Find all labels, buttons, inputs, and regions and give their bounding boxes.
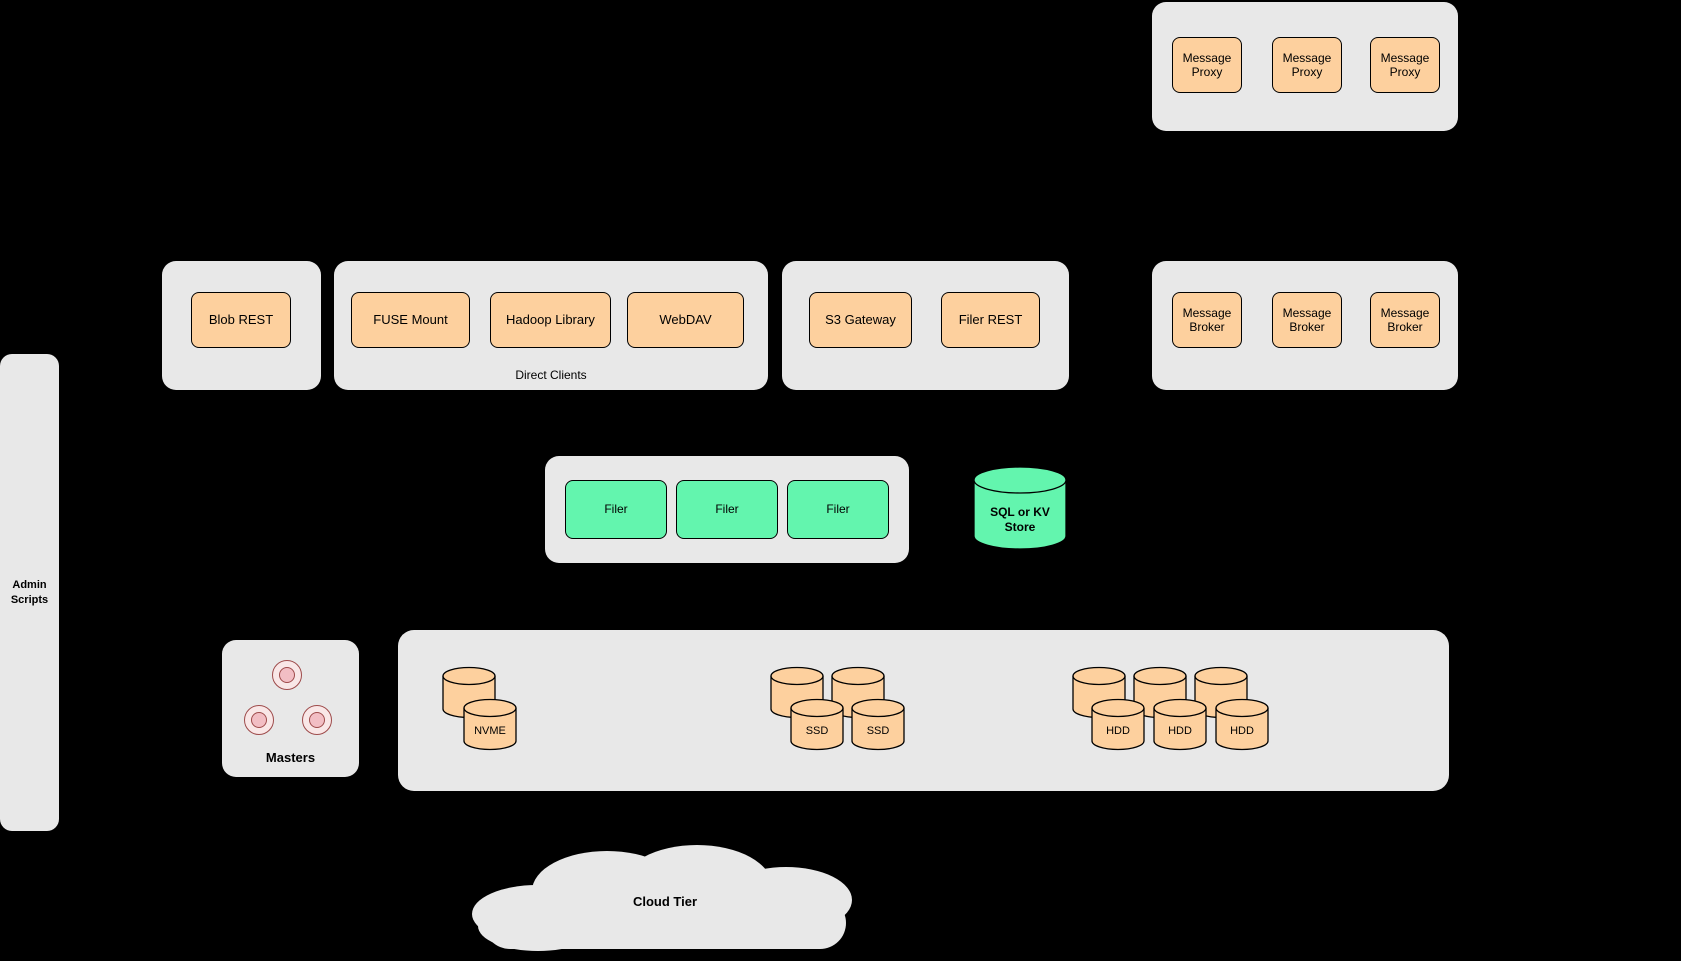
group-masters: Masters — [222, 640, 359, 777]
group-filers: Filer Filer Filer — [545, 456, 909, 563]
hdd-disk-cylinder-icon: HDD — [1153, 698, 1207, 751]
group-gateways: S3 Gateway Filer REST — [782, 261, 1069, 390]
sql-kv-store-cylinder-icon: SQL or KV Store — [972, 466, 1068, 552]
ssd-label: SSD — [866, 724, 890, 737]
master-node-icon — [302, 705, 332, 735]
sql-kv-store-label: SQL or KV Store — [990, 505, 1050, 534]
node-blob-rest: Blob REST — [191, 292, 291, 348]
group-direct-clients: FUSE Mount Hadoop Library WebDAV Direct … — [334, 261, 768, 390]
node-fuse-mount: FUSE Mount — [351, 292, 470, 348]
node-filer-rest: Filer REST — [941, 292, 1040, 348]
ssd-disk-cylinder-icon: SSD — [790, 698, 844, 751]
admin-scripts-panel: Admin Scripts — [0, 354, 59, 831]
node-message-broker: Message Broker — [1172, 292, 1242, 348]
nvme-disk-cylinder-icon: NVME — [463, 698, 517, 751]
node-hadoop-library: Hadoop Library — [490, 292, 611, 348]
hdd-disk-cylinder-icon: HDD — [1215, 698, 1269, 751]
node-s3-gateway: S3 Gateway — [809, 292, 912, 348]
master-node-icon — [272, 660, 302, 690]
admin-scripts-label: Admin Scripts — [10, 579, 49, 606]
master-node-core-icon — [279, 667, 295, 683]
master-node-core-icon — [309, 712, 325, 728]
direct-clients-caption: Direct Clients — [515, 368, 587, 382]
group-blob-rest: Blob REST — [162, 261, 321, 390]
node-filer: Filer — [676, 480, 778, 539]
node-message-proxy: Message Proxy — [1370, 37, 1440, 93]
group-volume-servers: NVME SSD SSD HDD — [398, 630, 1449, 791]
node-webdav: WebDAV — [627, 292, 744, 348]
group-message-proxies: Message Proxy Message Proxy Message Prox… — [1152, 2, 1458, 131]
cloud-tier-label: Cloud Tier — [632, 893, 698, 909]
cloud-base — [484, 897, 846, 949]
hdd-label: HDD — [1106, 724, 1130, 737]
group-message-brokers: Message Broker Message Broker Message Br… — [1152, 261, 1458, 390]
node-message-broker: Message Broker — [1370, 292, 1440, 348]
master-node-icon — [244, 705, 274, 735]
cloud-tier-shape: Cloud Tier — [472, 845, 858, 957]
ssd-disk-cylinder-icon: SSD — [851, 698, 905, 751]
node-filer: Filer — [565, 480, 667, 539]
node-filer: Filer — [787, 480, 889, 539]
masters-label: Masters — [265, 750, 316, 765]
master-node-core-icon — [251, 712, 267, 728]
ssd-label: SSD — [805, 724, 829, 737]
node-message-proxy: Message Proxy — [1272, 37, 1342, 93]
nvme-label: NVME — [474, 724, 506, 737]
node-message-proxy: Message Proxy — [1172, 37, 1242, 93]
hdd-label: HDD — [1230, 724, 1254, 737]
hdd-disk-cylinder-icon: HDD — [1091, 698, 1145, 751]
hdd-label: HDD — [1168, 724, 1192, 737]
node-message-broker: Message Broker — [1272, 292, 1342, 348]
